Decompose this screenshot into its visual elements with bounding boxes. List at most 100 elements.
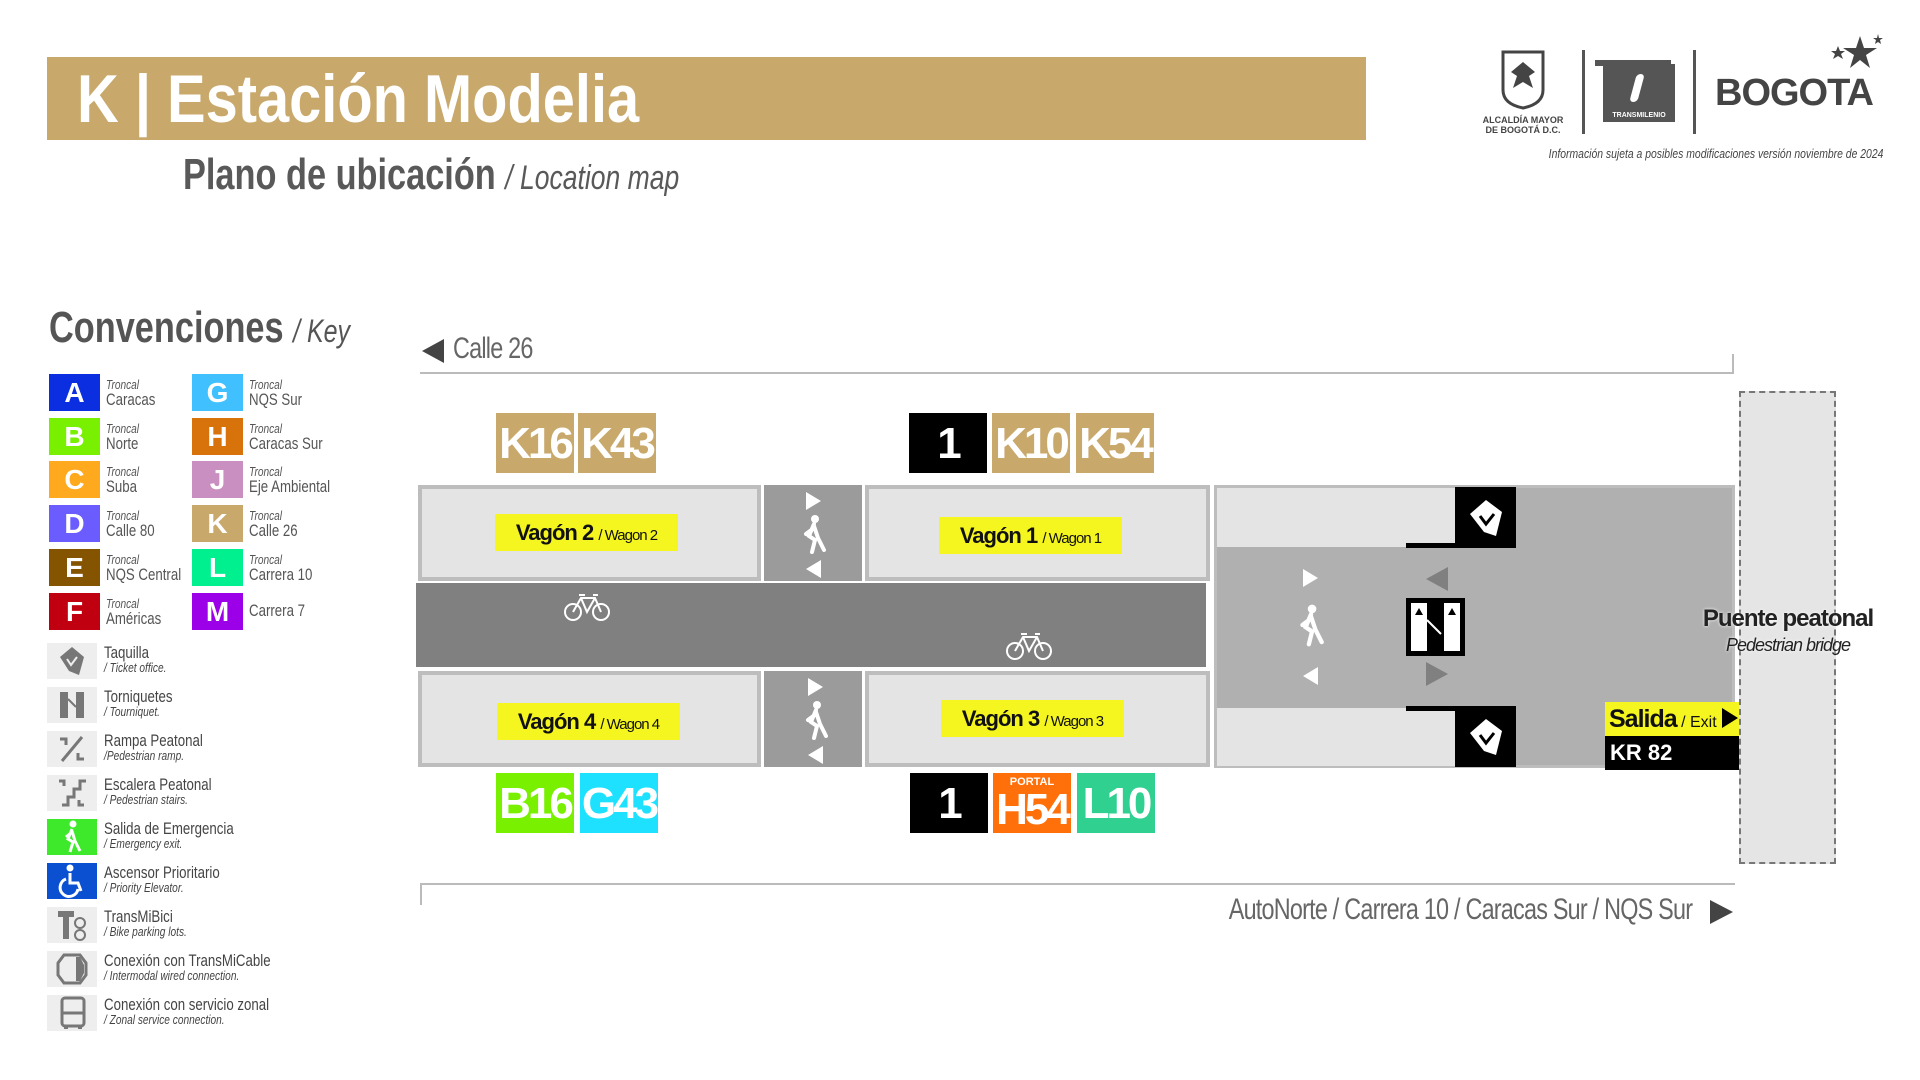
- access-corridor-bottom: [1217, 708, 1455, 766]
- troncal-name: Suba: [106, 477, 137, 497]
- exit-arrow-icon: [1722, 708, 1738, 728]
- street-top-line: [420, 372, 1734, 374]
- transmilenio-logo: TRANSMILENIO: [1595, 60, 1675, 122]
- troncal-badge-f: F: [49, 592, 100, 630]
- bus-icon: [60, 996, 86, 1029]
- service-name-en: / Tourniquet.: [104, 704, 161, 719]
- turnstile-icon: [1411, 603, 1460, 651]
- route-note: PORTAL USME: [1009, 776, 1055, 862]
- bridge-label: Puente peatonal: [1702, 605, 1874, 632]
- troncal-prefix: Troncal: [106, 377, 140, 392]
- troncal-name: Eje Ambiental: [249, 477, 331, 497]
- access-corridor-top: [1217, 488, 1455, 547]
- troncal-badge-d: D: [49, 505, 100, 543]
- troncal-badge-k: K: [192, 505, 243, 543]
- troncal-name: Caracas Sur: [249, 433, 323, 453]
- stars-icon: [1831, 34, 1883, 68]
- troncal-badge-b: B: [49, 417, 100, 455]
- route-badge-k43[interactable]: K43: [578, 413, 656, 473]
- key-service-label: Conexión con TransMiCable/ Intermodal wi…: [104, 952, 318, 983]
- stairs-icon: [59, 779, 86, 807]
- wagon-3-label: Vagón 3 / Wagon 3: [941, 700, 1124, 737]
- service-name: Rampa Peatonal: [104, 731, 203, 750]
- troncal-name: NQS Sur: [249, 390, 303, 409]
- key-service-label: Ascensor Prioritario/ Priority Elevator.: [104, 864, 252, 895]
- service-name: Conexión con TransMiCable: [104, 951, 271, 970]
- ticket-office-icon: [60, 647, 84, 675]
- troncal-prefix: Troncal: [106, 551, 140, 567]
- troncal-badge-j: J: [192, 461, 243, 499]
- troncal-prefix: Troncal: [106, 464, 140, 480]
- key-service-swatch: [47, 643, 97, 679]
- key-service-label: Conexión con servicio zonal/ Zonal servi…: [104, 996, 316, 1027]
- service-name-en: / Bike parking lots.: [104, 924, 187, 939]
- exit-sign[interactable]: Salida / Exit: [1605, 702, 1739, 736]
- service-name-en: / Priority Elevator.: [104, 880, 184, 895]
- key-service-swatch: [47, 995, 97, 1031]
- bike-parking-icon: [58, 911, 86, 941]
- coat-of-arms-icon: [1501, 50, 1545, 110]
- route-code: H54: [996, 785, 1071, 834]
- turnstiles[interactable]: [1406, 598, 1465, 656]
- route-badge-k10[interactable]: K10: [992, 413, 1070, 473]
- page-title: K | Estación Modelia: [77, 63, 738, 135]
- pedestrian-icon: [804, 515, 826, 554]
- troncal-name: Calle 26: [249, 521, 298, 541]
- title-banner: K | Estación Modelia: [47, 57, 1366, 140]
- page-subtitle: Plano de ubicación / Location map: [183, 150, 819, 200]
- barrier-line: [1406, 706, 1456, 711]
- service-name-en: / Intermodal wired connection.: [104, 968, 240, 983]
- key-service-swatch: [47, 907, 97, 943]
- pedestrian-bridge[interactable]: [1739, 391, 1836, 864]
- ticket-office-top[interactable]: [1455, 487, 1516, 548]
- key-service-swatch: [47, 951, 97, 987]
- line-letter: K: [77, 61, 119, 137]
- route-badge-l10[interactable]: L10: [1077, 773, 1155, 833]
- arrow-left-icon: [422, 339, 444, 363]
- troncal-prefix: Troncal: [106, 420, 140, 436]
- alcaldia-text: ALCALDÍA MAYOR DE BOGOTÁ D.C.: [1482, 115, 1564, 135]
- arrow-left-icon: [806, 560, 821, 578]
- route-badge-k54[interactable]: K54: [1076, 413, 1154, 473]
- service-name-en: /Pedestrian ramp.: [104, 748, 185, 763]
- arrow-right-icon: [1710, 900, 1733, 924]
- troncal-prefix: Troncal: [106, 595, 140, 611]
- key-service-swatch: [47, 863, 97, 899]
- arrow-right-icon: [806, 492, 821, 510]
- route-badge-g43[interactable]: G43: [580, 773, 659, 833]
- service-name-en: / Zonal service connection.: [104, 1012, 225, 1027]
- key-service-label: Taquilla/ Ticket office.: [104, 644, 184, 675]
- ticket-office-bottom[interactable]: [1455, 706, 1516, 767]
- troncal-badge-a: A: [49, 374, 100, 411]
- key-service-label: Escalera Peatonal/ Pedestrian stairs.: [104, 776, 242, 807]
- subtitle-en: / Location map: [505, 159, 680, 197]
- route-badge-k16[interactable]: K16: [496, 413, 574, 473]
- route-badge-b16[interactable]: B16: [496, 773, 574, 833]
- logo-divider: [1693, 50, 1696, 134]
- troncal-name: Américas: [106, 608, 162, 628]
- troncal-badge-m: M: [192, 592, 243, 630]
- service-name-en: / Emergency exit.: [104, 836, 183, 851]
- arrow-left-icon: [808, 746, 823, 764]
- service-name-en: / Pedestrian stairs.: [104, 792, 188, 807]
- service-name: Torniquetes: [104, 687, 173, 706]
- transmilenio-text: TRANSMILENIO: [1612, 112, 1666, 119]
- bus-lane: [416, 583, 1206, 667]
- troncal-name: Calle 80: [106, 521, 155, 541]
- troncal-name: Norte: [106, 433, 139, 453]
- route-badge-1[interactable]: 1: [910, 773, 988, 833]
- route-badge-1[interactable]: 1: [909, 413, 987, 473]
- cable-icon: [56, 953, 88, 985]
- troncal-badge-g: G: [192, 374, 243, 411]
- key-title-es: Convenciones: [49, 303, 284, 352]
- troncal-name: NQS Central: [106, 564, 182, 584]
- arrow-right-icon: [1303, 569, 1318, 587]
